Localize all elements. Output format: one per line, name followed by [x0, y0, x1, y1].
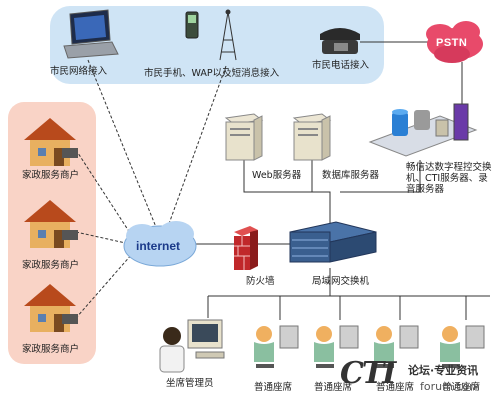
top-access-panel — [50, 6, 384, 84]
laptop-icon — [63, 9, 119, 59]
line-cti-to-switch — [340, 160, 421, 193]
label-phone: 市民电话接入 — [312, 60, 370, 71]
pstn-cloud-icon — [426, 21, 483, 63]
database-server-icon — [292, 113, 332, 161]
mobile-phone-icon — [185, 11, 199, 39]
label-firewall: 防火墙 — [246, 276, 275, 287]
line-home2-to-internet — [75, 231, 131, 245]
label-pstn: PSTN — [436, 37, 468, 49]
admin-person-icon — [159, 319, 225, 373]
label-home-1: 家政服务商户 — [22, 170, 80, 181]
watermark-tagline: 论坛·专业资讯 — [408, 364, 479, 377]
agent-icon — [440, 325, 485, 368]
label-admin: 坐席管理员 — [166, 378, 214, 389]
web-server-icon — [224, 113, 264, 161]
label-agent-4: 普通座席 — [442, 382, 481, 393]
label-lan-switch: 局域网交换机 — [312, 276, 370, 287]
label-home-2: 家政服务商户 — [22, 260, 80, 271]
label-mobile: 市民手机、WAP以及短消息接入 — [144, 68, 280, 79]
lan-switch-icon — [289, 221, 377, 263]
internet-cloud-icon — [123, 221, 197, 267]
label-db-server: 数据库服务器 — [322, 170, 380, 181]
line-home3-to-internet — [75, 253, 133, 319]
cti-equipment-icon — [368, 103, 478, 157]
house-icon — [24, 284, 78, 332]
house-icon — [24, 118, 78, 166]
watermark-logo: CTI — [340, 356, 396, 391]
label-internet: internet — [136, 239, 181, 253]
agent-icon — [254, 325, 299, 368]
label-agent-1: 普通座席 — [254, 382, 293, 393]
house-icon — [24, 200, 78, 248]
line-home1-to-internet — [75, 149, 133, 237]
line-mobile-to-internet — [165, 65, 227, 233]
desk-phone-icon — [320, 28, 360, 54]
label-web-server: Web服务器 — [252, 170, 302, 181]
label-cti: 畅信达数字程控交换机、CTI服务器、录音服务器 — [406, 162, 492, 195]
label-agent-3: 普通座席 — [376, 382, 415, 393]
label-home-3: 家政服务商户 — [22, 344, 80, 355]
firewall-icon — [234, 226, 258, 270]
agent-icon — [314, 325, 359, 368]
agent-icon — [374, 325, 419, 368]
line-web-to-internet — [87, 59, 159, 233]
watermark-site: forum.com — [420, 380, 480, 393]
connection-lines — [75, 41, 490, 320]
label-agent-2: 普通座席 — [314, 382, 353, 393]
line-web-to-switch — [243, 160, 331, 226]
label-citizen-net: 市民网络接入 — [50, 66, 108, 77]
antenna-tower-icon — [219, 9, 237, 61]
